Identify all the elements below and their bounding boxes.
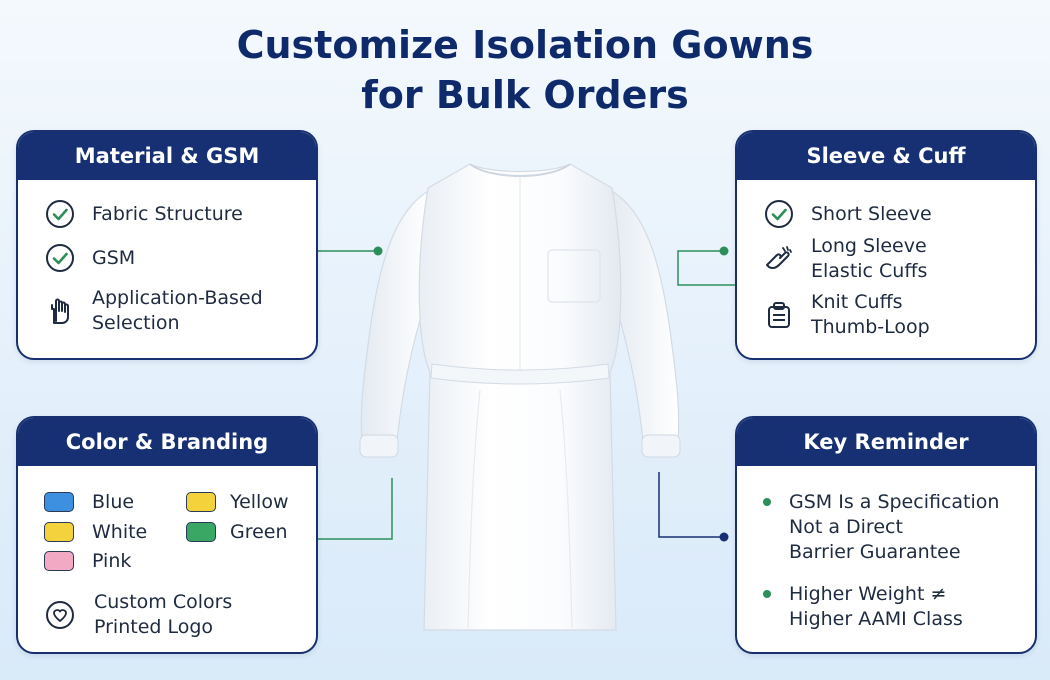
- reminder-point-2: Higher Weight ≠ Higher AAMI Class: [789, 582, 963, 632]
- custom-colors-item: Custom Colors Printed Logo: [42, 590, 232, 640]
- material-item-label-line2: Selection: [92, 312, 180, 334]
- sleeve-item-label: Short Sleeve: [811, 202, 932, 225]
- sleeve-item-label-line2: Thumb-Loop: [811, 316, 930, 338]
- material-item-label: GSM: [92, 246, 136, 269]
- connector-sleeve-dot: [719, 246, 729, 256]
- swatch-pink: [44, 551, 74, 571]
- reminder-point-1-line2: Not a Direct: [789, 516, 903, 538]
- sleeve-item-long: Long Sleeve Elastic Cuffs: [761, 234, 927, 284]
- color-branding-card: Color & Branding Blue Yellow White Green…: [16, 416, 318, 654]
- printed-logo-label: Printed Logo: [94, 616, 214, 638]
- sleeve-item-label-line1: Long Sleeve: [811, 235, 927, 257]
- hand-selection-icon: [42, 293, 78, 329]
- connector-sleeve: [677, 250, 735, 286]
- material-item-gsm: GSM: [42, 240, 135, 276]
- sleeve-item-label-line1: Knit Cuffs: [811, 291, 903, 313]
- reminder-point-1-line1: GSM Is a Specification: [789, 491, 1000, 513]
- reminder-point-2-line1: Higher Weight ≠: [789, 583, 947, 605]
- reminder-point-1-line3: Barrier Guarantee: [789, 541, 961, 563]
- connector-material-dot: [373, 246, 383, 256]
- swatch-label: Green: [230, 521, 288, 543]
- material-item-label-line1: Application-Based: [92, 287, 263, 309]
- swatch-white: [44, 522, 74, 542]
- swatch-label: Yellow: [230, 491, 289, 513]
- material-item-fabric: Fabric Structure: [42, 196, 243, 232]
- check-circle-icon: [42, 196, 78, 232]
- sleeve-item-short: Short Sleeve: [761, 196, 932, 232]
- sleeve-cuff-heading: Sleeve & Cuff: [737, 132, 1035, 180]
- heart-circle-icon: [42, 597, 78, 633]
- swatch-blue: [44, 492, 74, 512]
- swatch-label: Pink: [92, 550, 132, 572]
- material-item-label: Fabric Structure: [92, 202, 243, 225]
- swatch-label: White: [92, 521, 148, 543]
- swatch-green: [186, 522, 216, 542]
- check-circle-icon: [761, 196, 797, 232]
- custom-colors-label: Custom Colors: [94, 591, 233, 613]
- swatch-label: Blue: [92, 491, 135, 513]
- material-gsm-card: Material & GSM Fabric Structure GSM Appl…: [16, 130, 318, 360]
- reminder-point-2-line2: Higher AAMI Class: [789, 608, 963, 630]
- elastic-cuff-icon: [761, 241, 797, 277]
- page-title: Customize Isolation Gowns for Bulk Order…: [0, 20, 1050, 120]
- connector-color: [318, 478, 393, 540]
- sleeve-item-knit: Knit Cuffs Thumb-Loop: [761, 290, 930, 340]
- reminder-point-1: GSM Is a Specification Not a Direct Barr…: [789, 490, 999, 565]
- isolation-gown-image: [359, 163, 681, 631]
- reminder-bullet: [763, 498, 771, 506]
- key-reminder-card: Key Reminder GSM Is a Specification Not …: [735, 416, 1037, 654]
- key-reminder-heading: Key Reminder: [737, 418, 1035, 466]
- connector-reminder-dot: [719, 532, 729, 542]
- sleeve-item-label-line2: Elastic Cuffs: [811, 260, 928, 282]
- sleeve-cuff-card: Sleeve & Cuff Short Sleeve Long Sleeve E…: [735, 130, 1037, 360]
- title-line-1: Customize Isolation Gowns: [236, 23, 814, 67]
- check-circle-icon: [42, 240, 78, 276]
- color-branding-heading: Color & Branding: [18, 418, 316, 466]
- reminder-bullet: [763, 590, 771, 598]
- connector-reminder: [658, 472, 724, 538]
- material-item-application: Application-Based Selection: [42, 286, 263, 336]
- material-gsm-heading: Material & GSM: [18, 132, 316, 180]
- clipboard-icon: [761, 297, 797, 333]
- title-line-2: for Bulk Orders: [361, 73, 689, 117]
- swatch-yellow: [186, 492, 216, 512]
